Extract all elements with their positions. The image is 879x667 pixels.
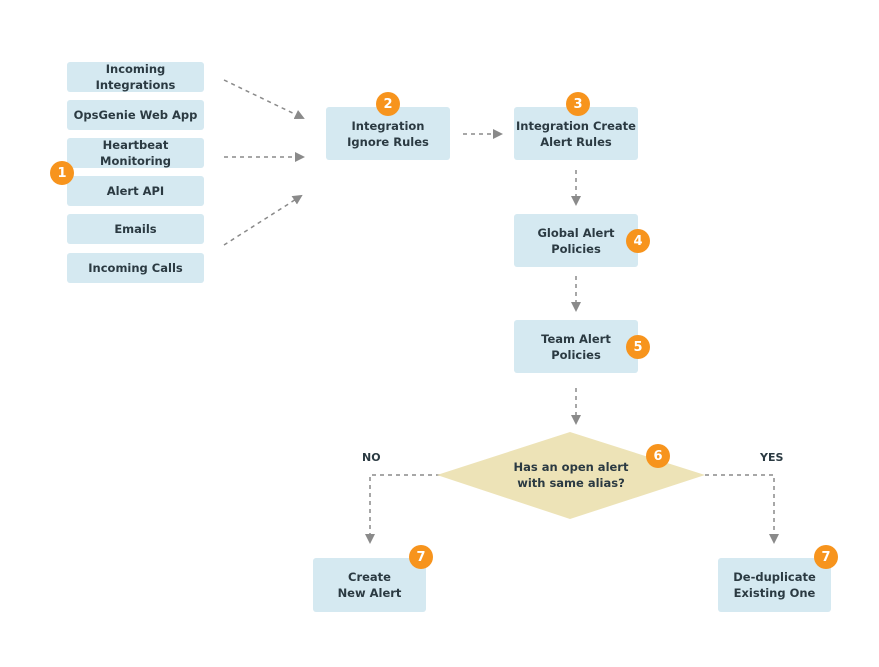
outcome-create-new-alert: Create New Alert <box>313 558 426 612</box>
step-label: Integration Create Alert Rules <box>516 118 636 149</box>
step-label: Global Alert Policies <box>537 225 615 256</box>
arrow-decision-no <box>365 474 440 544</box>
outcome-label: Create New Alert <box>337 570 402 600</box>
source-label: Heartbeat Monitoring <box>100 138 171 168</box>
step-number-badge: 5 <box>626 335 650 359</box>
source-emails: Emails <box>67 214 204 244</box>
source-heartbeat-monitoring: Heartbeat Monitoring <box>67 138 204 168</box>
step-label: Team Alert Policies <box>541 331 611 362</box>
source-incoming-calls: Incoming Calls <box>67 253 204 283</box>
arrow-sources-bottom <box>223 194 303 246</box>
step-global-alert-policies: Global Alert Policies <box>514 214 638 267</box>
source-label: Alert API <box>106 184 165 198</box>
source-label: Incoming Integrations <box>95 62 176 92</box>
source-label: Incoming Calls <box>88 261 183 275</box>
outcome-deduplicate-existing: De-duplicate Existing One <box>718 558 831 612</box>
step-number-badge: 4 <box>626 229 650 253</box>
outcome-label: De-duplicate Existing One <box>733 570 816 600</box>
decision-diamond <box>437 432 705 519</box>
step-team-alert-policies: Team Alert Policies <box>514 320 638 373</box>
step-number-badge: 1 <box>50 161 74 185</box>
step-number-badge: 6 <box>646 444 670 468</box>
step-number-badge: 7 <box>409 545 433 569</box>
branch-yes-label: YES <box>760 451 784 464</box>
arrow-sources-top <box>223 79 305 120</box>
decision-label: Has an open alert with same alias? <box>513 460 629 490</box>
branch-no-label: NO <box>362 451 381 464</box>
step-number-badge: 3 <box>566 92 590 116</box>
source-alert-api: Alert API <box>67 176 204 206</box>
step-label: Integration Ignore Rules <box>347 118 429 149</box>
step-number-badge: 2 <box>376 92 400 116</box>
source-incoming-integrations: Incoming Integrations <box>67 62 204 92</box>
source-opsgenie-web-app: OpsGenie Web App <box>67 100 204 130</box>
source-label: OpsGenie Web App <box>73 108 198 122</box>
source-label: Emails <box>114 222 157 236</box>
arrow-decision-yes <box>705 474 779 544</box>
step-number-badge: 7 <box>814 545 838 569</box>
